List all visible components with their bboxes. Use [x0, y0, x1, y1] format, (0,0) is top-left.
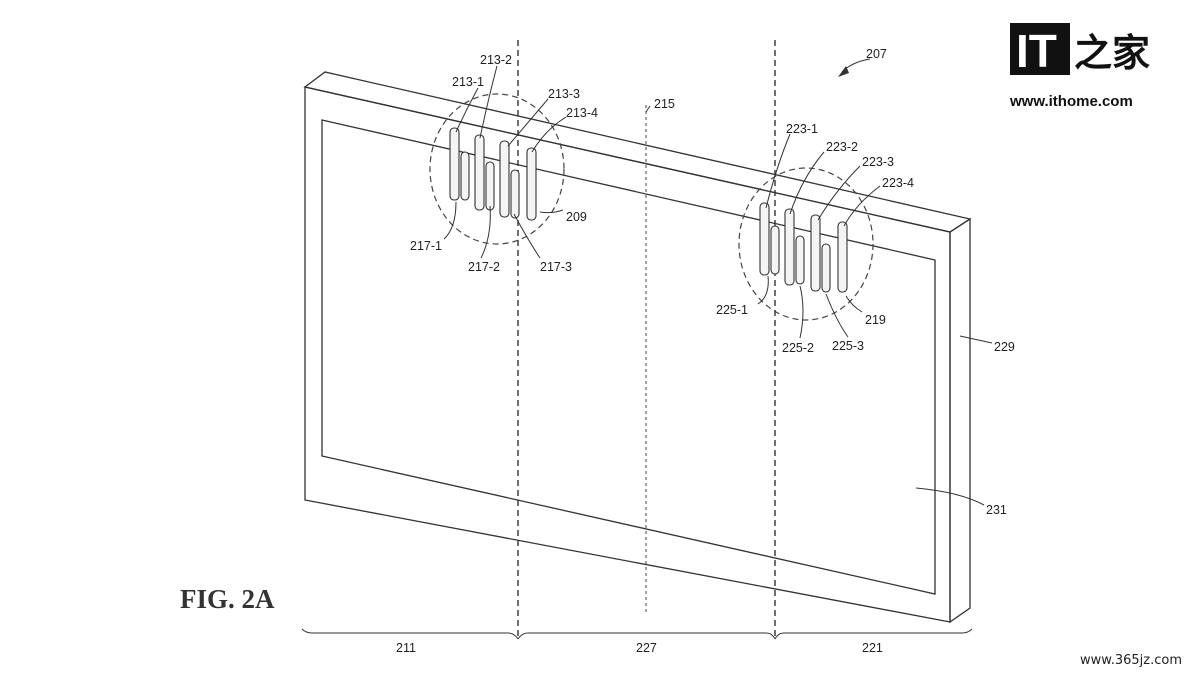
label-213-3: 213-3: [548, 87, 580, 101]
hinge-223-1: [759, 202, 770, 276]
hinge-213-3: [499, 140, 510, 218]
label-213-1: 213-1: [452, 75, 484, 89]
label-217-2: 217-2: [468, 260, 500, 274]
label-223-3: 223-3: [862, 155, 894, 169]
hinge-213-1: [449, 127, 460, 201]
label-213-4: 213-4: [566, 106, 598, 120]
label-213-2: 213-2: [480, 53, 512, 67]
label-215: 215: [654, 97, 675, 111]
hinge-group-219: [738, 167, 874, 321]
hinge-223-2: [784, 208, 795, 286]
label-219: 219: [865, 313, 886, 327]
hinge-213-4: [526, 147, 537, 221]
label-223-2: 223-2: [826, 140, 858, 154]
hinge-group-209-circle: [429, 93, 565, 245]
hinge-shaft: [770, 225, 780, 275]
label-209: 209: [566, 210, 587, 224]
hinge-shaft: [795, 235, 805, 285]
label-221: 221: [862, 641, 883, 655]
label-231: 231: [986, 503, 1007, 517]
label-223-4: 223-4: [882, 176, 914, 190]
display-area: [321, 119, 936, 595]
hinge-223-3: [810, 214, 821, 292]
hinge-group-219-circle: [738, 167, 874, 321]
arrow-207-head: [838, 66, 849, 77]
label-225-3: 225-3: [832, 339, 864, 353]
hinge-213-2: [474, 134, 485, 211]
label-217-1: 217-1: [410, 239, 442, 253]
hinge-shaft: [821, 243, 831, 293]
label-229: 229: [994, 340, 1015, 354]
logo-url: www.ithome.com: [1009, 93, 1133, 110]
side-face: [949, 217, 971, 624]
hinge-223-4: [837, 221, 848, 293]
top-face: [303, 71, 972, 233]
label-211: 211: [396, 641, 416, 655]
hinge-group-209: [429, 93, 565, 245]
label-225-2: 225-2: [782, 341, 814, 355]
reference-labels: 207 213-1 213-2 213-3 213-4 215 209 217-…: [396, 47, 1015, 655]
watermark: www.365jz.com: [1080, 653, 1182, 668]
figure-title: FIG. 2A: [180, 584, 275, 614]
logo-it-box: [1010, 23, 1070, 75]
logo-it-text: IT: [1016, 25, 1057, 77]
front-face: [304, 86, 951, 623]
bottom-brackets: [301, 628, 973, 640]
label-207: 207: [866, 47, 887, 61]
hinge-shaft: [460, 151, 470, 201]
leader-lines: [443, 58, 993, 506]
hinge-shaft: [510, 169, 520, 219]
hinge-shaft: [485, 161, 495, 211]
label-225-1: 225-1: [716, 303, 748, 317]
ithome-logo: IT 之家 www.ithome.com: [1009, 23, 1150, 110]
logo-cn-text: 之家: [1074, 31, 1150, 75]
label-227: 227: [636, 641, 657, 655]
label-217-3: 217-3: [540, 260, 572, 274]
label-223-1: 223-1: [786, 122, 818, 136]
device-body: [303, 71, 972, 624]
